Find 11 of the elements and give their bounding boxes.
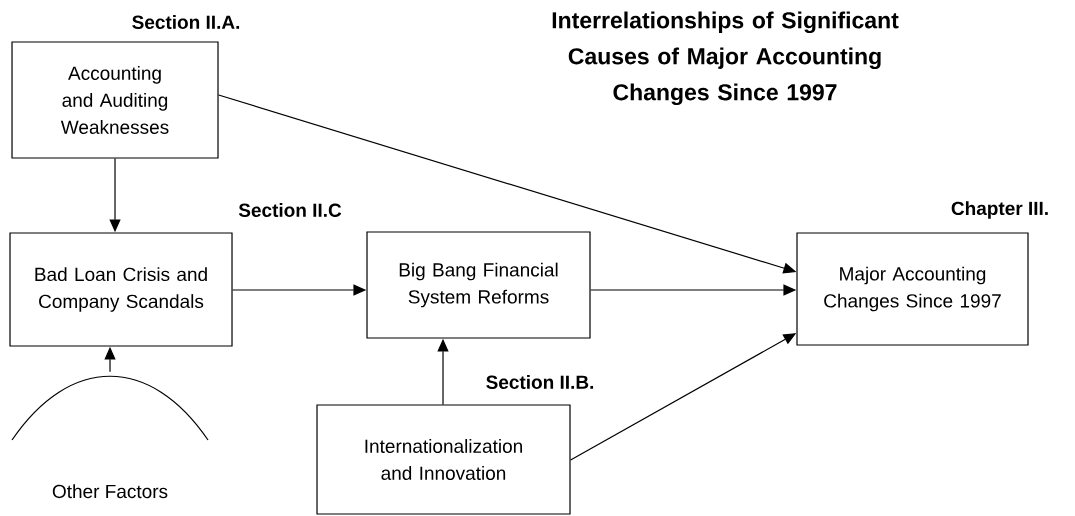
section-label: Section II.B.	[486, 375, 594, 389]
section-label: Section II.C	[238, 203, 342, 217]
section-label: Section II.A.	[132, 15, 240, 29]
process-box: Big Bang Financial System Reforms	[366, 231, 591, 339]
process-box: Internationalization and Innovation	[316, 404, 571, 515]
hill-label: Other Factors	[11, 375, 209, 499]
process-box: Major Accounting Changes Since 1997	[796, 232, 1029, 346]
section-label: Chapter III.	[951, 201, 1048, 219]
process-box: Accounting and Auditing Weaknesses	[11, 41, 219, 159]
title: Interrelationships of Significant Causes of Major Accounting Changes Since 1997	[552, 11, 899, 106]
process-box: Bad Loan Crisis and Company Scandals	[9, 232, 233, 347]
